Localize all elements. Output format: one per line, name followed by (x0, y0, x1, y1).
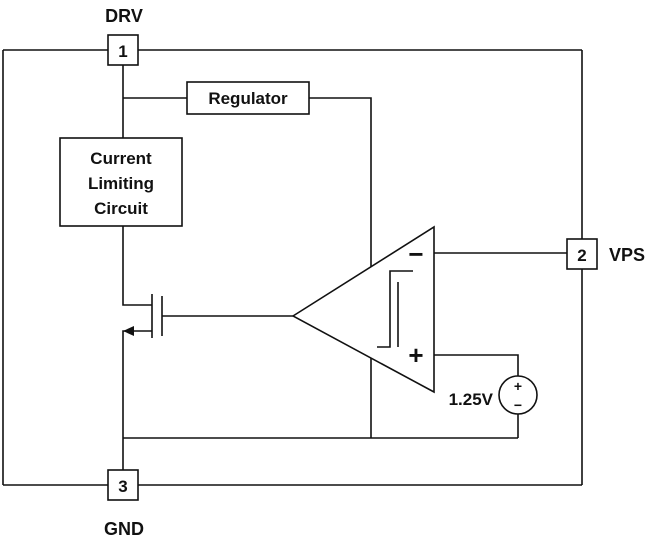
pin-2-box (566, 238, 598, 270)
package-outline (2, 49, 583, 486)
current-limit-label-line-1: Current (90, 149, 152, 168)
current-limiting-block: Current Limiting Circuit (59, 137, 183, 227)
pin-1-drv: 1 DRV (105, 6, 143, 66)
pin-3-box (107, 469, 139, 501)
voltage-reference: + − 1.25V (449, 375, 538, 415)
regulator-block: Regulator (186, 81, 310, 115)
reference-plus-sign: + (514, 378, 522, 394)
current-limit-label-line-2: Limiting (88, 174, 154, 193)
current-limit-label-line-3: Circuit (94, 199, 148, 218)
pin-3-number: 3 (118, 477, 127, 496)
pin-1-box (107, 34, 139, 66)
mosfet-symbol (123, 294, 163, 338)
comparator-triangle (291, 225, 435, 394)
pin-2-label: VPS (609, 245, 645, 265)
comparator-plus-label: + (408, 340, 423, 370)
reference-source-circle (498, 375, 538, 415)
comparator: − + (291, 225, 435, 394)
pin-2-number: 2 (577, 246, 586, 265)
comparator-minus-label: − (408, 239, 423, 269)
pin-1-number: 1 (118, 42, 127, 61)
reference-voltage-label: 1.25V (449, 390, 494, 409)
internal-wiring (122, 65, 567, 470)
pin-3-label: GND (104, 519, 144, 539)
regulator-label: Regulator (208, 89, 288, 108)
reference-minus-sign: − (514, 397, 522, 413)
pin-2-vps: 2 VPS (566, 238, 645, 270)
mosfet-arrow (123, 326, 134, 336)
pin-3-gnd: 3 GND (104, 469, 144, 539)
hysteresis-symbol (377, 270, 413, 348)
pin-1-label: DRV (105, 6, 143, 26)
